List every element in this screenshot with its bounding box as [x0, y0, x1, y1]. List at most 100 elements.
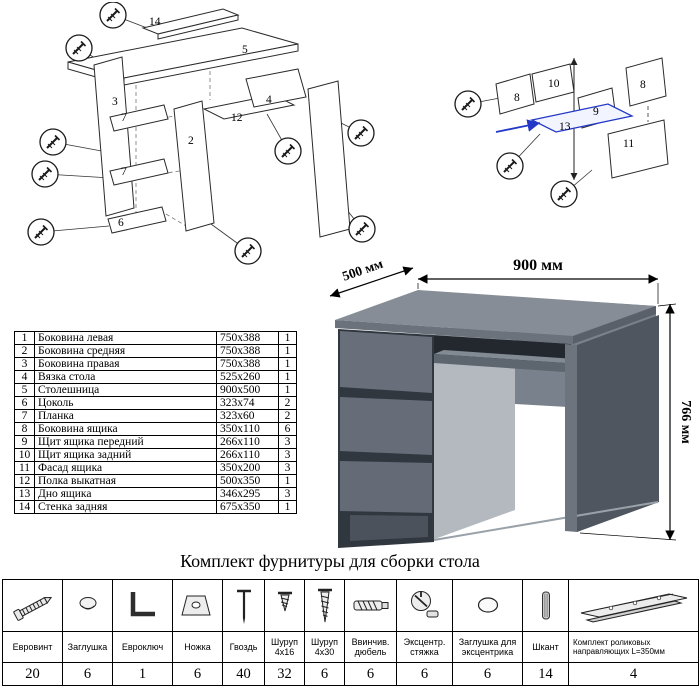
part-size: 350х110 [216, 422, 279, 436]
hardware-qty: 6 [344, 662, 397, 686]
hardware-name: Евровинт [2, 631, 63, 663]
part-name: Щит ящика передний [34, 435, 217, 449]
part-num: 11 [14, 461, 35, 475]
plinth-recess [350, 515, 428, 541]
hardware-qty: 1 [112, 662, 173, 686]
cam-lock-icon [410, 590, 438, 617]
part-qty: 1 [278, 474, 297, 488]
part-name: Цоколь [34, 396, 217, 410]
floor-line [433, 501, 659, 541]
part-num: 2 [14, 344, 35, 358]
part-name: Щит ящика задний [34, 448, 217, 462]
part-qty: 3 [278, 448, 297, 462]
hardware-name: Евроключ [112, 631, 173, 663]
part-qty: 6 [278, 422, 297, 436]
panel-tie [245, 68, 307, 108]
cap-icon [79, 596, 96, 609]
part-num: 9 [14, 435, 35, 449]
part-num: 1 [14, 331, 35, 345]
part-size: 323х74 [216, 396, 279, 410]
part-name: Вязка стола [34, 370, 217, 384]
part-label: 14 [149, 16, 161, 28]
part-num: 3 [14, 357, 35, 371]
part-num: 14 [14, 500, 35, 514]
tabletop-surface [335, 290, 656, 336]
hexkey-icon [130, 591, 155, 616]
panel-drawer-facade [607, 119, 669, 179]
part-qty: 1 [278, 500, 297, 514]
part-size: 350х200 [216, 461, 279, 475]
cam-cap-icon [477, 596, 498, 613]
hardware-qty: 40 [222, 662, 265, 686]
part-name: Боковина правая [34, 357, 217, 371]
part-name: Полка выкатная [34, 474, 217, 488]
hardware-name: Комплект роликовых направляющих L=350мм [568, 631, 699, 663]
part-label: 10 [548, 78, 560, 90]
drawer-front-3 [340, 461, 432, 513]
hardware-qty: 6 [304, 662, 345, 686]
part-label: 13 [559, 121, 571, 133]
hardware-name: Заглушка [62, 631, 113, 663]
part-num: 10 [14, 448, 35, 462]
panel-drawer-side-right [625, 57, 667, 107]
part-qty: 3 [278, 461, 297, 475]
part-labels: 10 8 8 9 13 11 [514, 78, 646, 150]
part-name: Боковина левая [34, 331, 217, 345]
panel-drawer-side-left [495, 73, 535, 115]
leg-icon [180, 595, 211, 615]
part-qty: 1 [278, 370, 297, 384]
screw-4x16-icon [277, 591, 292, 611]
hardware-name: Шкант [522, 631, 569, 663]
part-qty: 2 [278, 396, 297, 410]
hardware-names-row: Евровинт Заглушка Евроключ Ножка Гвоздь … [2, 631, 699, 663]
desk-body [335, 290, 659, 548]
part-label: 9 [593, 106, 599, 118]
part-num: 6 [14, 396, 35, 410]
hardware-qty: 14 [522, 662, 569, 686]
hardware-name: Ножка [172, 631, 223, 663]
part-name: Боковина средняя [34, 344, 217, 358]
part-qty: 2 [278, 409, 297, 423]
panel-side-right [307, 80, 351, 238]
desk-render: 900 мм 500 мм 766 мм [329, 256, 693, 548]
panel-drawer-back [531, 63, 575, 103]
part-label: 5 [242, 44, 248, 56]
part-qty: 1 [278, 357, 297, 371]
tabletop-front-edge [335, 320, 573, 344]
leg-inner-face [577, 315, 659, 532]
exploded-view-desk: 14 5 3 7 7 6 2 12 4 [27, 2, 376, 265]
screw-dowel-icon [353, 600, 388, 610]
part-qty: 1 [278, 344, 297, 358]
drawer-front-2 [340, 397, 432, 455]
part-label: 11 [623, 138, 634, 150]
part-size: 266х110 [216, 448, 279, 462]
part-label: 3 [112, 96, 118, 108]
leg-front-edge [565, 344, 577, 532]
part-num: 12 [14, 474, 35, 488]
part-size: 525х260 [216, 370, 279, 384]
hardware-qty: 6 [172, 662, 223, 686]
insert-direction-arrow [495, 119, 541, 133]
hardware-name: Шуруп 4х16 [264, 631, 305, 663]
part-name: Дно ящика [34, 487, 217, 501]
part-size: 900х500 [216, 383, 279, 397]
panel-plank-2 [109, 158, 169, 186]
part-labels: 14 5 3 7 7 6 2 12 4 [112, 16, 272, 229]
drawer-slide-icon [580, 592, 687, 623]
dim-height-label: 766 мм [678, 400, 693, 444]
part-size: 500х350 [216, 474, 279, 488]
part-size: 750х388 [216, 357, 279, 371]
hardware-qty: 6 [452, 662, 523, 686]
part-name: Фасад ящика [34, 461, 217, 475]
part-size: 750х388 [216, 344, 279, 358]
